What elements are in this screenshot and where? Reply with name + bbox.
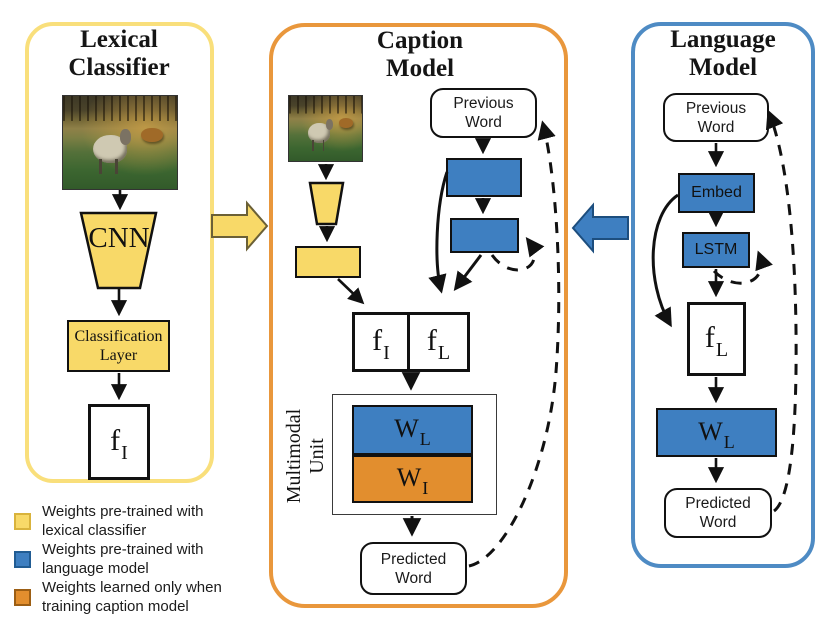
dog-shape (140, 127, 164, 143)
lstm-box: LSTM (682, 232, 750, 268)
language-wl-box: WL (656, 408, 777, 457)
legend-item-caption: Weights learned only when training capti… (14, 578, 222, 616)
dog-shape (338, 118, 354, 129)
legend-item-language: Weights pre-trained with language model (14, 540, 222, 578)
cnn-label: CNN (88, 222, 150, 254)
sheep-photo-large (62, 95, 178, 190)
legend-swatch-orange (14, 588, 31, 606)
sheep-leg-shape (312, 140, 315, 151)
legend-swatch-blue (14, 550, 31, 568)
classification-layer-box: Classification Layer (67, 320, 170, 372)
caption-lstm-box (450, 218, 519, 253)
legend-swatch-yellow (14, 512, 31, 530)
caption-fi-box: fI (352, 312, 410, 372)
language-fl-box: fL (687, 302, 746, 376)
sheep-photo-small (288, 95, 363, 162)
sheep-body-shape (307, 123, 330, 143)
caption-previous-word-box: Previous Word (430, 88, 537, 138)
legend: Weights pre-trained with lexical classif… (14, 502, 222, 616)
blue-transfer-arrow (571, 202, 629, 254)
yellow-transfer-arrow (211, 200, 269, 252)
caption-embed-box (446, 158, 522, 197)
legend-item-lexical: Weights pre-trained with lexical classif… (14, 502, 222, 540)
fi-output-box: fI (88, 404, 150, 480)
language-previous-word-box: Previous Word (663, 93, 769, 142)
sheep-head-shape (325, 119, 333, 131)
caption-wl-box: WL (352, 405, 473, 455)
language-predicted-word-box: Predicted Word (664, 488, 772, 538)
sheep-leg-shape (115, 159, 119, 175)
caption-fl-box: fL (407, 312, 470, 372)
caption-predicted-word-box: Predicted Word (360, 542, 467, 595)
sheep-leg-shape (99, 159, 103, 175)
caption-wi-box: WI (352, 455, 473, 503)
sheep-leg-shape (322, 140, 325, 151)
image-feature-box (295, 246, 361, 278)
sheep-head-shape (120, 129, 132, 146)
embed-box: Embed (678, 173, 755, 213)
